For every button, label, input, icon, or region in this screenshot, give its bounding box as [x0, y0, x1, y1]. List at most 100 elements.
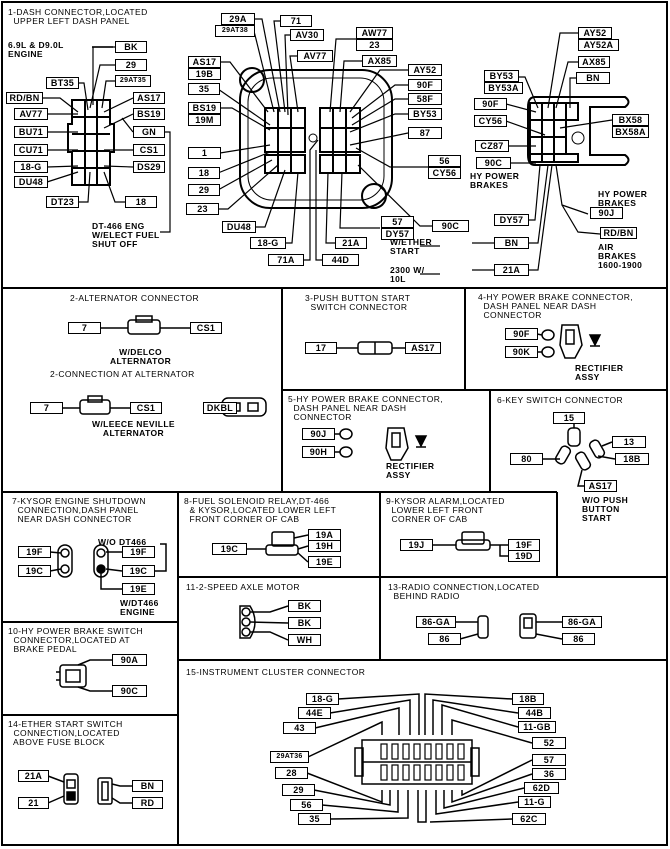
- note-rectifier: RECTIFIER ASSY: [575, 363, 624, 382]
- panel-7-title: 7-KYSOR ENGINE SHUTDOWN CONNECTION,DASH …: [12, 496, 146, 524]
- wire-label: 90F: [505, 328, 538, 340]
- wire-label: BK: [288, 600, 321, 612]
- wire-label: 18: [188, 167, 220, 179]
- wire-label: BX58A: [612, 126, 649, 138]
- wire-label: 19C: [122, 565, 155, 577]
- wire-label: 7: [30, 402, 63, 414]
- wire-label: 62C: [512, 813, 546, 825]
- wire-label: 90A: [112, 654, 147, 666]
- panel-14-title: 14-ETHER START SWITCH CONNECTION,LOCATED…: [8, 719, 123, 747]
- wire-label: BN: [576, 72, 610, 84]
- wire-label: 15: [553, 412, 585, 424]
- panel-1-title: 1-DASH CONNECTOR,LOCATED UPPER LEFT DASH…: [8, 7, 148, 26]
- wire-label: DKBL: [203, 402, 237, 414]
- wire-label: 1: [188, 147, 221, 159]
- wire-label: 43: [283, 722, 316, 734]
- note-wo-dt466: W/O DT466: [98, 537, 147, 547]
- wire-label: 19E: [308, 556, 341, 568]
- wire-label: 23: [356, 39, 393, 51]
- axle-motor-connector: [239, 605, 289, 641]
- dash-connector-middle-wires: [217, 18, 440, 275]
- wire-label: 19C: [18, 565, 51, 577]
- wire-label: 18-G: [14, 161, 48, 173]
- alternator-connector-leece: [62, 395, 267, 417]
- fuel-solenoid-relay: [246, 531, 309, 563]
- wire-label: RD: [132, 797, 163, 809]
- wire-label: CZ87: [475, 140, 509, 152]
- wire-label: 90K: [505, 346, 538, 358]
- wire-label: BX58: [612, 114, 649, 126]
- panel-2-title: 2-ALTERNATOR CONNECTOR: [70, 293, 200, 303]
- panel-4-title: 4-HY POWER BRAKE CONNECTOR, DASH PANEL N…: [478, 292, 634, 320]
- wire-label: 17: [305, 342, 337, 354]
- wire-label: DU48: [222, 221, 256, 233]
- wire-label: 18-G: [250, 237, 286, 249]
- wire-label: CY56: [474, 115, 507, 127]
- wire-label: AV77: [297, 50, 333, 62]
- wire-label: AY52: [578, 27, 612, 39]
- wire-label: 28: [275, 767, 308, 779]
- wire-label: 86: [428, 633, 461, 645]
- wire-label: 29: [115, 59, 147, 71]
- note-rectifier: RECTIFIER ASSY: [386, 461, 435, 480]
- wire-label: 90C: [476, 157, 511, 169]
- wire-label: AY52A: [578, 39, 619, 51]
- wire-label: 11-G: [518, 796, 551, 808]
- wire-label: 19D: [508, 550, 540, 562]
- dash-connector-right: [527, 96, 630, 166]
- dash-connector-left: [67, 99, 115, 186]
- wire-label: 90H: [302, 446, 335, 458]
- dash-connector-right-wires: [472, 32, 613, 271]
- wire-label: 62D: [524, 782, 559, 794]
- panel-15-title: 15-INSTRUMENT CLUSTER CONNECTOR: [186, 667, 366, 677]
- wire-label: 29AT38: [215, 25, 255, 37]
- note-hy-power-brakes: HY POWER BRAKES: [470, 171, 520, 190]
- dash-connector-left-wires: [42, 46, 171, 233]
- kysor-alarm: [432, 531, 508, 557]
- wire-label: 29: [282, 784, 315, 796]
- wire-label: 90C: [432, 220, 469, 232]
- wire-label: AS17: [405, 342, 441, 354]
- dash-connector-middle: [239, 67, 393, 209]
- wire-label: 44D: [322, 254, 359, 266]
- panel-8-title: 8-FUEL SOLENOID RELAY,DT-466 & KYSOR,LOC…: [184, 496, 337, 524]
- wire-label: CU71: [14, 144, 48, 156]
- wire-label: 90F: [474, 98, 507, 110]
- wire-label: 18B: [512, 693, 544, 705]
- wire-label: 52: [532, 737, 566, 749]
- wire-label: 36: [532, 768, 566, 780]
- note-dt466: DT-466 ENG W/ELECT FUEL SHUT OFF: [92, 221, 160, 249]
- wire-label: BY53: [408, 108, 442, 120]
- wire-label: 19B: [188, 68, 221, 80]
- wire-label: AY52: [408, 64, 442, 76]
- wire-label: BS19: [188, 102, 221, 114]
- wire-label: 57: [532, 754, 566, 766]
- hy-brake-connector-4: [536, 324, 602, 359]
- note-ether-start: W/ETHER START: [390, 237, 432, 256]
- wire-label: 71A: [268, 254, 304, 266]
- wire-label: 21: [18, 797, 49, 809]
- key-switch-connector: [542, 424, 616, 487]
- wire-label: AV77: [14, 108, 48, 120]
- wire-label: 19H: [308, 540, 341, 552]
- brake-switch-connector: [56, 659, 112, 692]
- wire-label: 29A: [221, 13, 255, 25]
- push-button-connector: [335, 341, 405, 355]
- wire-label: 23: [186, 203, 219, 215]
- wire-label: 86-GA: [416, 616, 456, 628]
- wire-label: 80: [510, 453, 543, 465]
- note-2300: 2300 W/ 10L: [390, 265, 425, 284]
- wire-label: 44E: [298, 707, 331, 719]
- panel-9-title: 9-KYSOR ALARM,LOCATED LOWER LEFT FRONT C…: [386, 496, 505, 524]
- wire-label: BU71: [14, 126, 48, 138]
- wire-label: DY57: [494, 214, 529, 226]
- wire-label: 57: [381, 216, 414, 228]
- wire-label: BN: [132, 780, 163, 792]
- wire-label: AS17: [133, 92, 165, 104]
- wire-label: 19C: [212, 543, 247, 555]
- wire-label: WH: [288, 634, 321, 646]
- wire-label: 19F: [18, 546, 51, 558]
- instrument-cluster-connector: [306, 693, 533, 823]
- wire-label: 29AT36: [270, 751, 309, 763]
